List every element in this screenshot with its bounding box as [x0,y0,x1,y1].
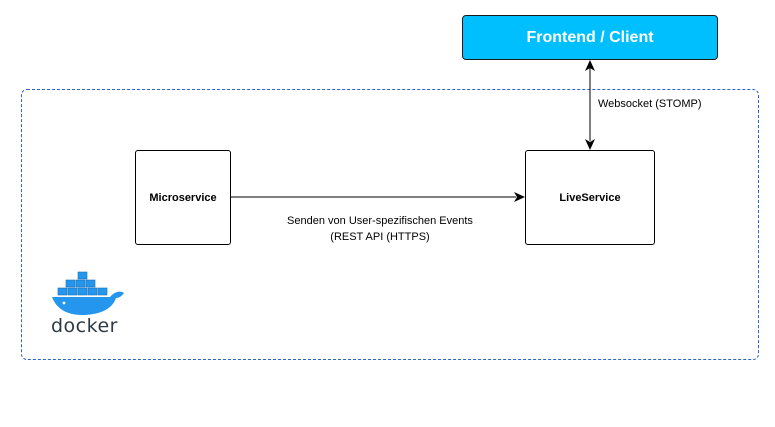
rest-label-line2: (REST API (HTTPS) [330,231,430,243]
frontend-client-label: Frontend / Client [526,28,654,46]
liveservice-node[interactable]: LiveService [525,150,655,245]
websocket-arrowhead-down [585,139,595,150]
docker-boundary [21,89,759,360]
docker-logo: docker [51,271,124,336]
docker-whale-eye [62,301,66,305]
docker-containers [57,271,108,296]
websocket-arrowhead-up [585,60,595,71]
frontend-client-node[interactable]: Frontend / Client [462,15,718,60]
liveservice-label: LiveService [559,191,621,204]
rest-label-line1: Senden von User-spezifischen Events [287,215,473,227]
rest-arrowhead [514,192,525,202]
docker-wordmark: docker [51,315,118,336]
rest-label: Senden von User-spezifischen Events (RES… [260,213,500,245]
microservice-label: Microservice [149,191,217,204]
docker-whale-body [52,291,124,315]
microservice-node[interactable]: Microservice [135,150,231,245]
websocket-label: Websocket (STOMP) [598,98,702,110]
